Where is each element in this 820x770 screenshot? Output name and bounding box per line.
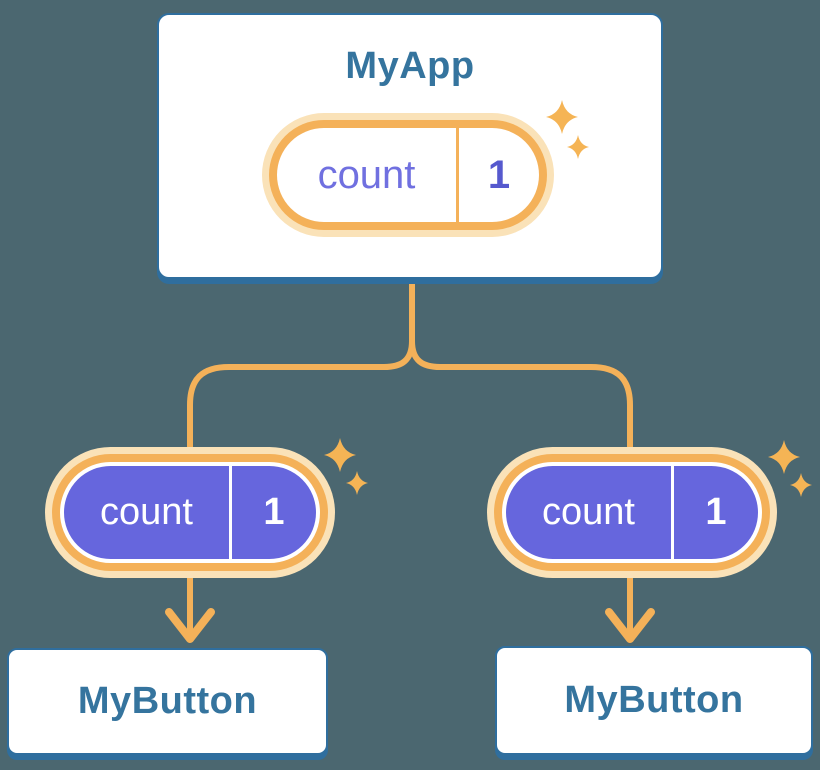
state-name-label: count: [100, 491, 193, 533]
component-node-myapp: MyApp count 1: [157, 13, 663, 279]
state-pill-root: count 1: [262, 113, 554, 237]
state-pill-divider: [456, 128, 459, 222]
component-title: MyApp: [345, 45, 475, 87]
component-node-mybutton-right: MyButton: [495, 646, 813, 755]
state-name-label: count: [542, 491, 635, 533]
state-pill-core: count 1: [277, 128, 539, 222]
state-pill-ring: count 1: [269, 120, 547, 230]
state-pill-divider: [229, 466, 232, 559]
state-pill-ring: count 1: [494, 454, 770, 571]
state-value: 1: [263, 491, 285, 533]
state-value: 1: [705, 491, 727, 533]
component-node-mybutton-left: MyButton: [7, 648, 328, 755]
state-name-label: count: [317, 152, 416, 197]
arrow-down-icon: [605, 608, 655, 643]
sparkle-icon: [768, 440, 812, 497]
state-value: 1: [487, 152, 511, 197]
sparkle-icon: [324, 438, 368, 495]
connector-branch-right: [409, 281, 633, 639]
arrow-down-icon: [165, 608, 215, 643]
state-pill-child-left: count 1: [45, 447, 335, 578]
state-pill-divider: [671, 466, 674, 559]
component-title: MyButton: [77, 680, 258, 722]
state-pill-ring: count 1: [52, 454, 328, 571]
state-pill-child-right: count 1: [487, 447, 777, 578]
state-pill-core: count 1: [60, 462, 320, 563]
sparkle-icon: [546, 100, 589, 159]
state-pill-core: count 1: [502, 462, 762, 563]
connector-branch-left: [187, 281, 415, 639]
component-title: MyButton: [564, 679, 744, 721]
